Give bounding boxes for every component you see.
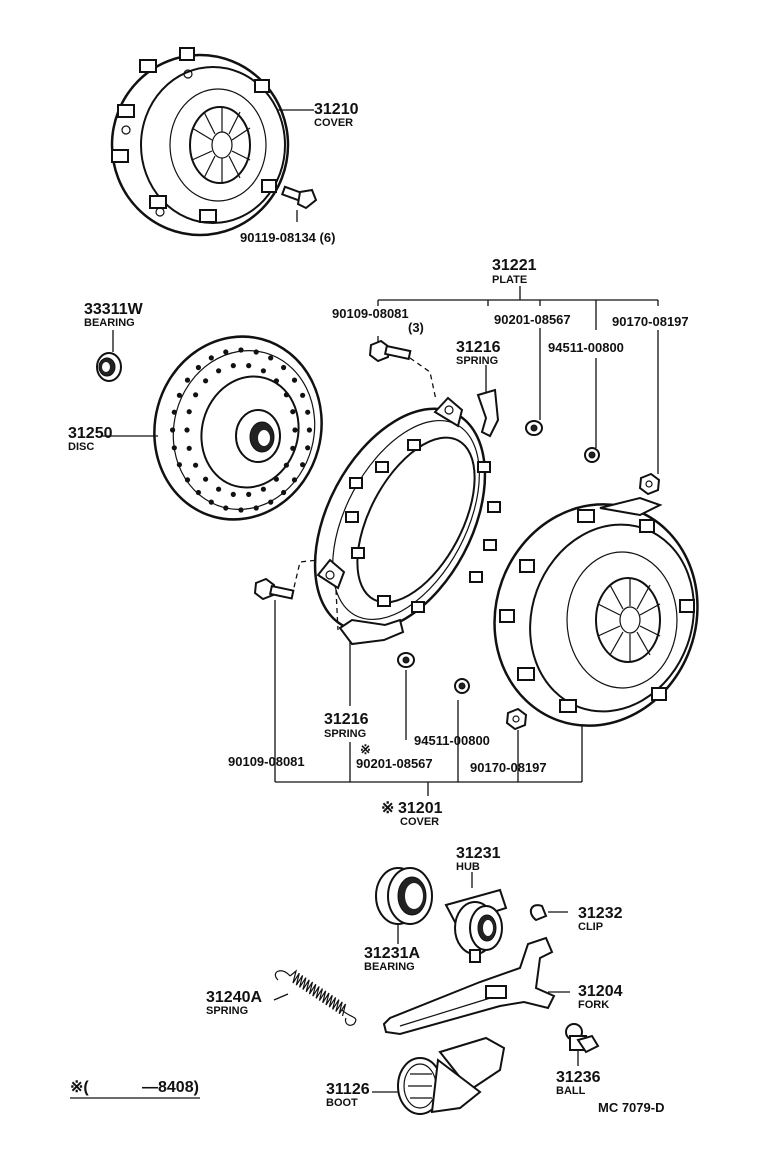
part-number-31231a: 31231A <box>364 945 420 962</box>
part-name-31232: CLIP <box>578 921 603 933</box>
part-number-90109-lower: 90109-08081 <box>228 754 305 769</box>
part-number-31216-upper: 31216 <box>456 339 501 356</box>
part-name-31216-lower: SPRING <box>324 728 366 740</box>
spring-31216-upper-drawing <box>476 388 500 438</box>
plate-bracket-lines <box>377 286 659 330</box>
asterisk-31201: ※ <box>381 800 394 817</box>
part-number-31250: 31250 <box>68 425 113 442</box>
part-name-33311w: BEARING <box>84 317 135 329</box>
part-number-31210: 31210 <box>314 101 359 118</box>
part-name-31236: BALL <box>556 1085 586 1097</box>
fork-31204-drawing <box>382 936 556 1036</box>
spring-31240a-drawing <box>274 969 357 1026</box>
part-number-90170-upper: 90170-08197 <box>612 314 689 329</box>
part-name-31126: BOOT <box>326 1097 358 1109</box>
hub-31231-drawing <box>444 888 508 963</box>
part-name-31250: DISC <box>68 441 94 453</box>
part-name-31216-upper: SPRING <box>456 355 498 367</box>
catalog-code: MC 7079-D <box>598 1100 664 1115</box>
bearing-31231a-drawing <box>375 867 433 925</box>
part-number-90109-upper: 90109-08081 <box>332 306 409 321</box>
footnote-range: —8408) <box>142 1079 199 1096</box>
part-qty-90109-upper: (3) <box>408 320 424 335</box>
cover-bracket-lines <box>274 600 583 796</box>
cover-31201-drawing <box>493 496 699 727</box>
part-number-90201-lower: 90201-08567 <box>356 756 433 771</box>
part-number-31240a: 31240A <box>206 989 262 1006</box>
disc-31250-drawing <box>153 335 323 521</box>
part-number-33311w: 33311W <box>84 301 144 318</box>
part-number-31232: 31232 <box>578 905 623 922</box>
part-number-31216-lower: 31216 <box>324 711 369 728</box>
part-name-31210: COVER <box>314 117 353 129</box>
asterisk-90201-lower: ※ <box>360 742 371 757</box>
part-number-31231: 31231 <box>456 845 501 862</box>
part-number-90201-upper: 90201-08567 <box>494 312 571 327</box>
part-name-31221: PLATE <box>492 274 527 286</box>
bolt-90109-lower-drawing <box>253 577 295 601</box>
part-number-31221: 31221 <box>492 257 537 274</box>
bearing-33311w-drawing <box>96 352 122 382</box>
part-number-94511-upper: 94511-00800 <box>548 340 624 355</box>
part-number-31236: 31236 <box>556 1069 601 1086</box>
part-number-90170-lower: 90170-08197 <box>470 760 547 775</box>
part-number-90119: 90119-08134 (6) <box>240 230 335 245</box>
ball-31236-drawing <box>565 1023 600 1054</box>
part-name-31231a: BEARING <box>364 961 415 973</box>
part-number-31204: 31204 <box>578 983 623 1000</box>
bolt-90109-upper-drawing <box>368 339 412 363</box>
disc-rivet-holes <box>170 347 312 513</box>
plate-31221-drawing <box>313 396 501 633</box>
footnote-mark: ※( <box>70 1079 89 1096</box>
part-name-31201: COVER <box>400 816 439 828</box>
boot-31126-drawing <box>397 1036 506 1115</box>
part-name-31240a: SPRING <box>206 1005 248 1017</box>
part-number-31126: 31126 <box>326 1081 370 1098</box>
clip-31232-drawing <box>529 904 548 922</box>
washer-90201-lower-drawing <box>397 652 415 668</box>
bolt-90119-drawing <box>280 185 318 210</box>
part-name-31204: FORK <box>578 999 609 1011</box>
cover-31210-drawing <box>110 47 290 237</box>
part-number-94511-lower: 94511-00800 <box>414 733 490 748</box>
lockwasher-94511-upper-drawing <box>584 447 600 463</box>
lockwasher-94511-lower-drawing <box>454 678 470 694</box>
part-name-31231: HUB <box>456 861 480 873</box>
part-number-31201: 31201 <box>398 800 443 817</box>
washer-90201-upper-drawing <box>525 420 543 436</box>
spring-31216-lower-drawing <box>338 618 405 646</box>
nut-90170-upper-drawing <box>638 472 661 496</box>
nut-90170-lower-drawing <box>505 707 528 731</box>
